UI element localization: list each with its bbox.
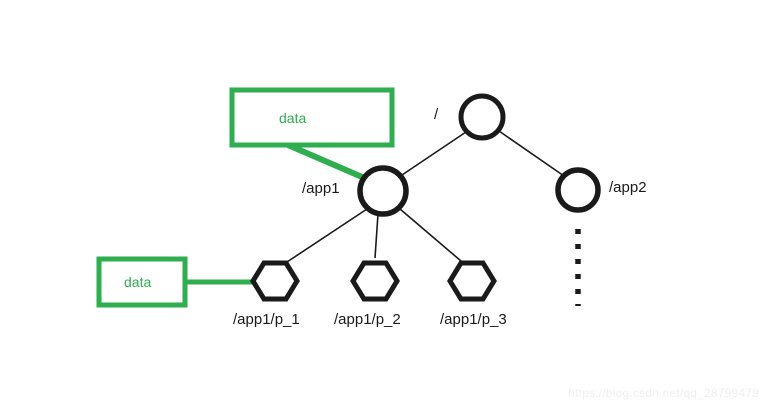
node-label-root: / xyxy=(434,106,439,123)
node-label-p1: /app1/p_1 xyxy=(233,311,300,328)
data-box-p1[interactable] xyxy=(96,256,188,308)
node-group xyxy=(250,93,601,302)
node-p2[interactable] xyxy=(350,260,400,302)
edge-root-to-app1 xyxy=(398,131,467,178)
annotation-box-group xyxy=(96,87,395,308)
node-label-p2: /app1/p_2 xyxy=(334,311,401,328)
node-root[interactable] xyxy=(458,93,506,141)
node-p1[interactable] xyxy=(250,260,300,302)
node-label-app2: /app2 xyxy=(609,179,647,196)
node-app2[interactable] xyxy=(555,167,601,213)
data-box-app1-label: data xyxy=(279,110,307,126)
node-p3[interactable] xyxy=(447,260,497,302)
connector-data-box-to-app1 xyxy=(286,142,371,183)
data-box-app1[interactable] xyxy=(229,87,395,148)
edge-root-to-app2 xyxy=(498,130,565,177)
watermark-text: https://blog.csdn.net/qq_28799479 xyxy=(568,386,759,400)
node-label-p3: /app1/p_3 xyxy=(440,311,507,328)
edge-app1-to-p3 xyxy=(399,208,462,262)
edge-app1-to-p2 xyxy=(374,213,379,259)
node-label-app1: /app1 xyxy=(302,180,340,197)
data-box-p1-label: data xyxy=(124,274,152,290)
edge-group xyxy=(286,130,581,306)
node-app1[interactable] xyxy=(357,165,409,217)
edge-app1-to-p1 xyxy=(286,208,368,263)
annotation-connector-group xyxy=(183,142,371,285)
